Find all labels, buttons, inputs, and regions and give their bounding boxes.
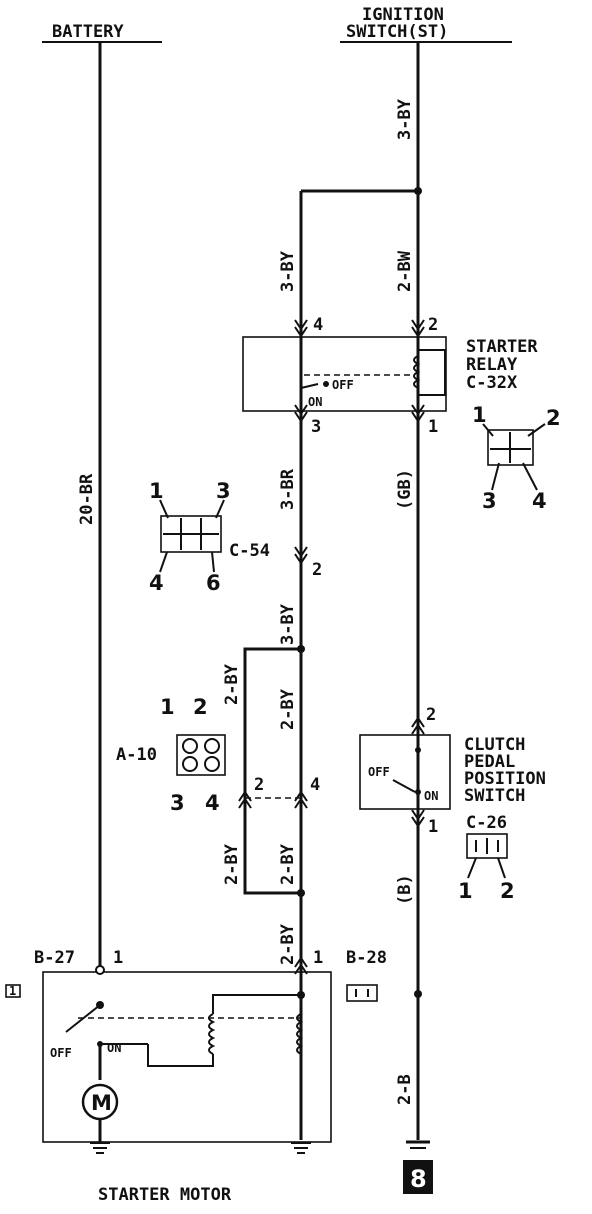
relay-pin3-arrow bbox=[294, 404, 308, 423]
relay-on-label: ON bbox=[308, 395, 322, 409]
clutch-pin-2: 2 bbox=[426, 705, 436, 725]
wire-gb: (GB) bbox=[395, 469, 415, 510]
a10-wire-pin-2: 2 bbox=[254, 775, 264, 795]
relay-pin1-arrow bbox=[411, 404, 425, 423]
motor-letter: M bbox=[91, 1091, 112, 1115]
motor-off-label: OFF bbox=[50, 1046, 72, 1060]
starter-relay-title-1: STARTER bbox=[466, 337, 538, 357]
c26-connector bbox=[466, 833, 508, 859]
c32x-pin-2: 2 bbox=[546, 406, 561, 430]
wire-3by-left: 3-BY bbox=[278, 250, 298, 292]
clutch-title-2: PEDAL bbox=[464, 752, 515, 772]
clutch-pin2-arrow bbox=[411, 716, 425, 735]
relay-pin-4: 4 bbox=[313, 315, 323, 335]
a10-pin-4: 4 bbox=[205, 791, 220, 815]
pull-in-coil bbox=[208, 1013, 216, 1055]
c54-pin-4: 4 bbox=[149, 571, 164, 595]
c54-pin-1: 1 bbox=[149, 479, 164, 503]
c54-pin2-arrow bbox=[294, 546, 308, 565]
relay-pin4-arrow bbox=[294, 319, 308, 338]
c54-connector bbox=[160, 515, 222, 553]
wire-2by-b: 2-BY bbox=[278, 843, 298, 885]
starter-motor-label: STARTER MOTOR bbox=[98, 1185, 232, 1205]
wire-2bw: 2-BW bbox=[395, 250, 415, 292]
relay-off-label: OFF bbox=[332, 378, 354, 392]
ground-icon-clutch bbox=[406, 1140, 430, 1149]
side-ref-box bbox=[5, 984, 21, 998]
b28-connector bbox=[346, 984, 378, 1002]
wire-2b: 2-B bbox=[395, 1074, 415, 1105]
a10-pin4-arrow bbox=[294, 790, 308, 809]
clutch-off-label: OFF bbox=[368, 765, 390, 779]
bypass-loop bbox=[243, 647, 301, 895]
starter-motor-box bbox=[42, 971, 332, 1143]
c54-pin-3: 3 bbox=[216, 479, 231, 503]
ground-ref: 8 bbox=[410, 1165, 427, 1193]
wire-2by-c: 2-BY bbox=[222, 663, 242, 705]
c32x-pin-3: 3 bbox=[482, 489, 497, 513]
a10-pin-2: 2 bbox=[193, 695, 208, 719]
clutch-switch-box bbox=[359, 734, 451, 810]
battery-label: BATTERY bbox=[52, 22, 124, 42]
wire-20br: 20-BR bbox=[77, 473, 97, 525]
a10-pin-1: 1 bbox=[160, 695, 175, 719]
c32x-connector bbox=[487, 429, 534, 466]
starter-relay-id: C-32X bbox=[466, 373, 518, 393]
c32x-pin-4: 4 bbox=[532, 489, 547, 513]
wire-3br: 3-BR bbox=[278, 468, 298, 510]
clutch-pin1-arrow bbox=[411, 809, 425, 828]
c26-pin-1: 1 bbox=[458, 879, 473, 903]
a10-pin-3: 3 bbox=[170, 791, 185, 815]
ignition-label-1: IGNITION bbox=[362, 5, 444, 25]
wire-2by-a: 2-BY bbox=[278, 688, 298, 730]
wire-b: (B) bbox=[395, 874, 415, 905]
clutch-id: C-26 bbox=[466, 813, 507, 833]
relay-pin2-arrow bbox=[411, 319, 425, 338]
relay-coil bbox=[413, 355, 421, 389]
ignition-label-2: SWITCH(ST) bbox=[346, 22, 448, 42]
c54-label: C-54 bbox=[229, 541, 270, 561]
side-ref: 1 bbox=[9, 984, 16, 998]
wire-2by-d: 2-BY bbox=[222, 843, 242, 885]
b27-pin-1: 1 bbox=[113, 948, 123, 968]
clutch-title-1: CLUTCH bbox=[464, 735, 525, 755]
wire-3by-mid: 3-BY bbox=[278, 603, 298, 645]
a10-pin2-arrow bbox=[238, 790, 252, 809]
clutch-on-label: ON bbox=[424, 789, 438, 803]
relay-pin-2: 2 bbox=[428, 315, 438, 335]
c54-pin-6: 6 bbox=[206, 571, 221, 595]
c26-pin-2: 2 bbox=[500, 879, 515, 903]
c32x-pin-1: 1 bbox=[472, 403, 487, 427]
hold-in-coil bbox=[296, 1013, 304, 1055]
a10-label: A-10 bbox=[116, 745, 157, 765]
starter-relay-title-2: RELAY bbox=[466, 355, 518, 375]
ground-icon-motor bbox=[90, 1142, 110, 1154]
clutch-pin-1: 1 bbox=[428, 817, 438, 837]
wire-2by-e: 2-BY bbox=[278, 923, 298, 965]
a10-connector bbox=[176, 734, 226, 776]
b28-label: B-28 bbox=[346, 948, 387, 968]
ground-ref-box bbox=[403, 1160, 433, 1194]
relay-pin-1: 1 bbox=[428, 417, 438, 437]
clutch-title-3: POSITION bbox=[464, 769, 546, 789]
relay-pin-3: 3 bbox=[311, 417, 321, 437]
clutch-title-4: SWITCH bbox=[464, 786, 525, 806]
c54-pin-2: 2 bbox=[312, 560, 322, 580]
b28-pin1-arrow bbox=[294, 956, 308, 975]
a10-wire-pin-4: 4 bbox=[310, 775, 320, 795]
ground-icon-coil bbox=[291, 1142, 311, 1154]
b28-pin-1: 1 bbox=[313, 948, 323, 968]
wire-3by-top: 3-BY bbox=[395, 98, 415, 140]
b27-label: B-27 bbox=[34, 948, 75, 968]
